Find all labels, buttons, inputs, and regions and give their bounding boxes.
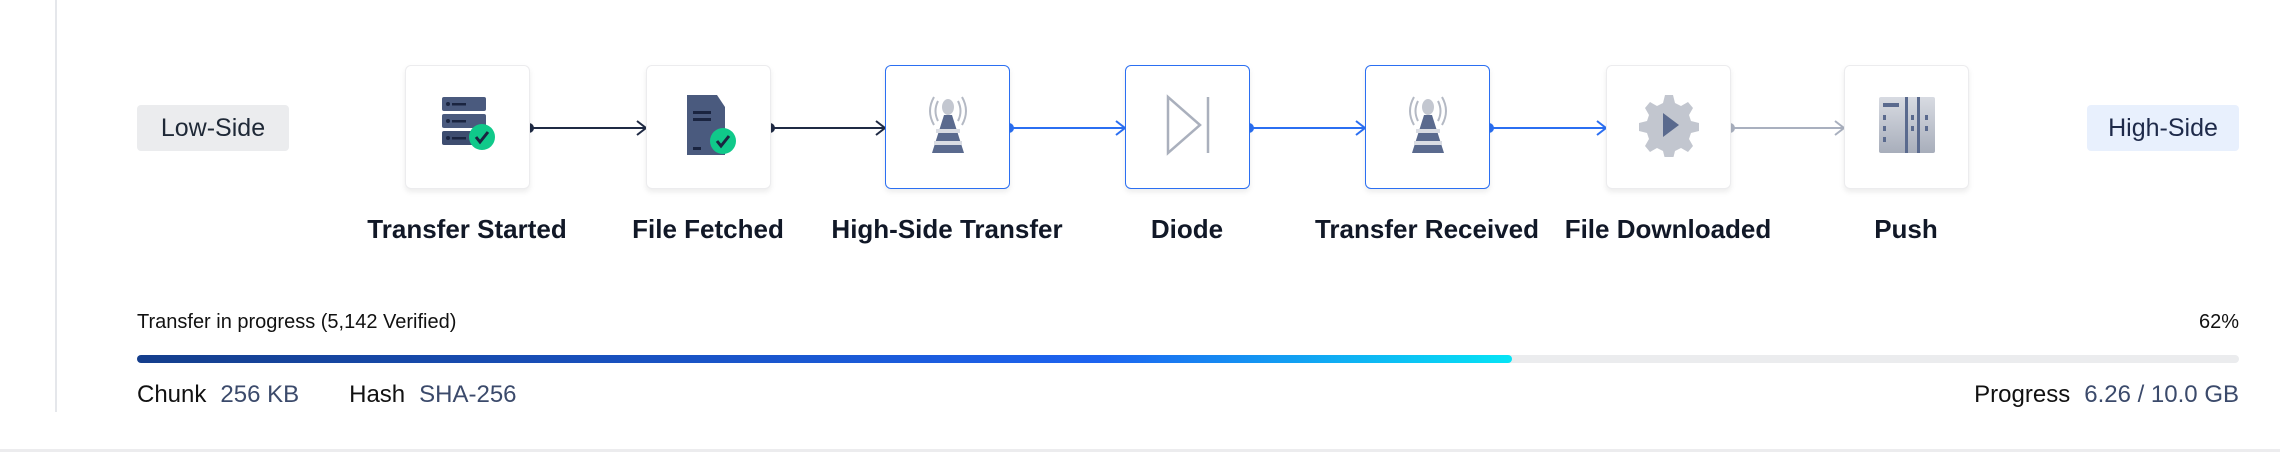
step-card-push[interactable] [1844, 65, 1969, 189]
gear-play-icon [1637, 93, 1701, 162]
progress-percent: 62% [2198, 311, 2239, 333]
step-label: File Fetched [632, 214, 784, 244]
rack-icon [1875, 93, 1939, 162]
chunk-value: 256 KB [220, 381, 300, 408]
step-label: Transfer Received [1314, 214, 1539, 244]
progress-bar [137, 355, 2239, 363]
step-card-diode[interactable] [1125, 65, 1250, 189]
step-label: File Downloaded [1564, 214, 1772, 244]
high-side-badge: High-Side [2087, 105, 2239, 151]
step-label: Transfer Started [367, 214, 567, 244]
connector-arrow [1484, 120, 1608, 136]
chunk-label: Chunk [137, 381, 207, 408]
antenna-tower-icon [916, 93, 980, 162]
progress-value: 6.26 / 10.0 GB [2084, 381, 2239, 408]
low-side-badge: Low-Side [137, 105, 289, 151]
step-card-transfer-received[interactable] [1365, 65, 1490, 189]
step-label: Diode [1150, 214, 1224, 244]
step-label: High-Side Transfer [831, 214, 1063, 244]
file-server-check-icon [677, 93, 741, 162]
connector-arrow [1004, 120, 1127, 136]
progress-meta: Progress 6.26 / 10.0 GB [1974, 381, 2239, 409]
connector-arrow [1725, 120, 1846, 136]
step-card-high-side-transfer[interactable] [885, 65, 1010, 189]
progress-label: Progress [1974, 381, 2071, 408]
antenna-tower-icon [1396, 93, 1460, 162]
progress-status: Transfer in progress (5,142 Verified) [137, 311, 457, 333]
step-card-transfer-started[interactable] [405, 65, 530, 189]
connector-arrow [1244, 120, 1367, 136]
left-divider [55, 0, 57, 412]
diode-icon [1156, 93, 1220, 162]
server-check-icon [436, 93, 500, 162]
step-card-file-downloaded[interactable] [1606, 65, 1731, 189]
hash-label: Hash [349, 381, 406, 408]
step-label: Push [1874, 214, 1938, 244]
transfer-meta: Chunk 256 KB Hash SHA-256 [137, 381, 517, 409]
step-card-file-fetched[interactable] [646, 65, 771, 189]
connector-arrow [524, 120, 648, 136]
hash-value: SHA-256 [419, 381, 517, 408]
connector-arrow [765, 120, 887, 136]
bottom-border [0, 449, 2280, 452]
progress-bar-fill [137, 355, 1512, 363]
